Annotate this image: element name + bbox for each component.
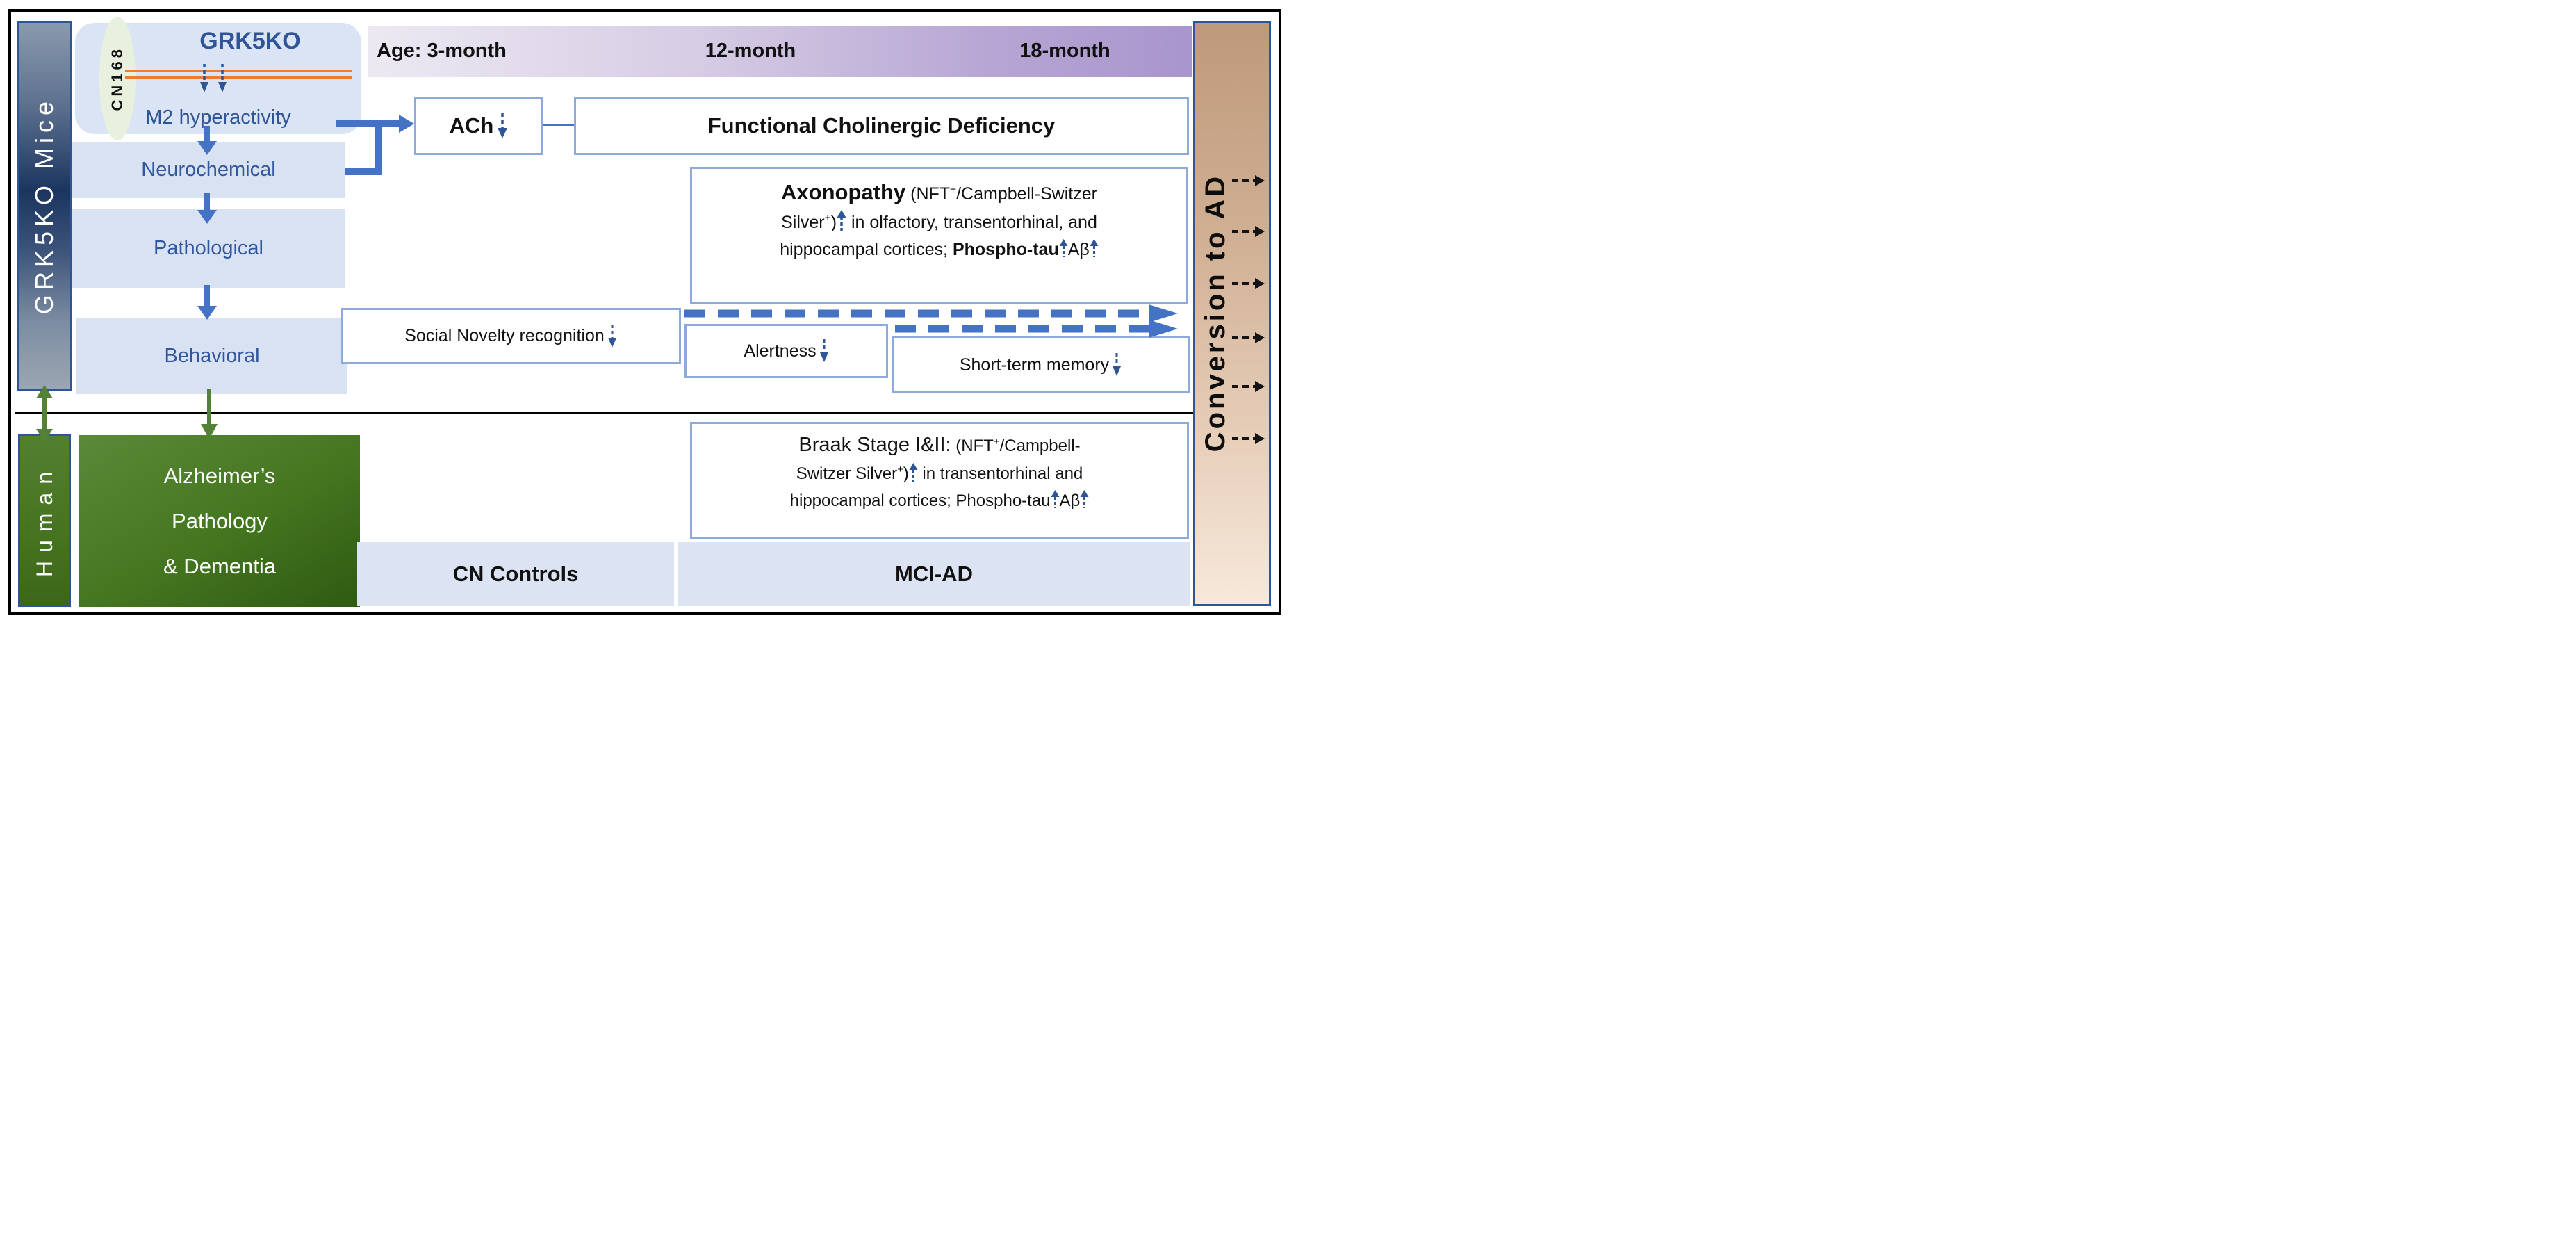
axonopathy-text: ) [830, 213, 837, 233]
age-12-label: 12-month [705, 40, 796, 62]
social-novelty-box: Social Novelty recognition [341, 308, 681, 364]
conversion-arrow-icon [1232, 175, 1265, 186]
abeta-label: Aβ [1067, 239, 1090, 259]
abeta-label: Aβ [1059, 491, 1081, 510]
alertness-box: Alertness [684, 324, 888, 378]
conversion-label-wrap: Conversion to AD [1200, 167, 1231, 459]
alzheimers-line: Alzheimer’s [163, 464, 276, 488]
flow-arrow-icon [197, 193, 217, 224]
pathological-label: Pathological [154, 237, 263, 259]
conversion-arrow-icon [1232, 278, 1265, 289]
decrease-arrow-icon [498, 113, 508, 138]
plus-superscript: + [993, 437, 1000, 448]
human-bar: Human [18, 434, 71, 607]
functional-deficiency-box: Functional Cholinergic Deficiency [574, 97, 1189, 155]
conversion-sidebar [1193, 21, 1271, 606]
progression-arrow-icon [684, 304, 1178, 323]
axonopathy-title: Axonopathy [781, 180, 906, 204]
ach-functional-link [543, 124, 574, 126]
pathological-box: Pathological [72, 209, 345, 288]
alertness-label: Alertness [744, 341, 817, 361]
plus-superscript: + [950, 183, 957, 196]
phospho-tau-label: Phospho-tau [952, 239, 1059, 259]
decrease-arrow-icon [607, 324, 616, 348]
alzheimers-line: Pathology [172, 509, 268, 533]
grk5ko-mice-label: GRK5KO Mice [30, 97, 58, 315]
braak-box: Braak Stage I&II: (NFT+/Campbell- Switze… [690, 422, 1189, 539]
neurochemical-label: Neurochemical [141, 158, 276, 181]
gene-disruption-line [125, 70, 352, 72]
alzheimers-box: Alzheimer’s Pathology & Dementia [79, 435, 360, 607]
increase-arrow-icon [837, 210, 846, 231]
diagram-page: GRK5KO Mice Human CN168 GRK5KO M2 hypera… [0, 0, 1288, 620]
short-term-memory-label: Short-term memory [959, 354, 1110, 375]
conversion-arrow-icon [1232, 226, 1265, 237]
figure-frame [8, 9, 1281, 615]
decrease-arrow-icon [1113, 353, 1122, 376]
plus-superscript: + [824, 212, 831, 225]
conversion-arrow-icon [1232, 332, 1265, 343]
axonopathy-text: in olfactory, transentorhinal, and [846, 213, 1097, 233]
behavioral-box: Behavioral [76, 318, 347, 394]
cn-controls-bar: CN Controls [357, 542, 674, 606]
cn168-label: CN168 [108, 46, 126, 111]
functional-deficiency-label: Functional Cholinergic Deficiency [707, 113, 1056, 138]
human-label: Human [31, 464, 57, 578]
increase-arrow-icon [1051, 489, 1060, 508]
behavioral-label: Behavioral [164, 344, 260, 367]
braak-title: Braak Stage I&II: [798, 434, 951, 456]
decrease-arrow-icon [819, 339, 828, 362]
short-term-memory-box: Short-term memory [892, 336, 1190, 393]
alzheimers-line: & Dementia [163, 554, 276, 578]
age-3-label: Age: 3-month [377, 40, 507, 62]
braak-text: /Campbell- [999, 437, 1081, 455]
braak-text: in transentorhinal and [917, 464, 1083, 484]
braak-text: (NFT [951, 437, 994, 455]
mci-ad-bar: MCI-AD [678, 542, 1190, 606]
axonopathy-box: Axonopathy (NFT+/Campbell-Switzer Silver… [690, 167, 1188, 304]
braak-text: ) [903, 464, 909, 484]
mci-ad-label: MCI-AD [895, 562, 973, 586]
increase-arrow-icon [909, 463, 918, 482]
axonopathy-text: (NFT [905, 184, 951, 204]
increase-arrow-icon [1090, 238, 1099, 257]
conversion-arrow-icon [1232, 433, 1265, 444]
axonopathy-text: Silver [781, 213, 825, 233]
behavioral-to-pathology-arrow-icon [201, 389, 218, 439]
knockdown-arrow-icon [218, 64, 227, 92]
grk5ko-title: GRK5KO [199, 28, 301, 54]
braak-text: Switzer Silver [796, 464, 898, 484]
grk5ko-mice-bar: GRK5KO Mice [17, 21, 72, 391]
social-novelty-label: Social Novelty recognition [404, 326, 605, 345]
species-separator-line [15, 412, 1194, 414]
age-18-label: 18-month [1019, 40, 1110, 62]
knockdown-arrow-icon [200, 64, 208, 92]
phospho-tau-label: Phospho-tau [955, 491, 1051, 510]
ach-box: ACh [414, 97, 543, 155]
m2-hyperactivity-label: M2 hyperactivity [145, 106, 291, 129]
m2-ach-connector [336, 115, 414, 175]
progression-arrow-icon [895, 320, 1178, 338]
plus-superscript: + [897, 464, 903, 476]
braak-text: hippocampal cortices; [789, 491, 956, 510]
conversion-arrow-icon [1232, 381, 1265, 392]
flow-arrow-icon [197, 126, 217, 155]
increase-arrow-icon [1059, 238, 1068, 257]
cn-controls-label: CN Controls [452, 562, 579, 586]
ach-label: ACh [449, 113, 494, 138]
axonopathy-text: hippocampal cortices; [780, 239, 953, 259]
mice-human-double-arrow-icon [36, 385, 53, 442]
axonopathy-text: /Campbell-Switzer [956, 184, 1097, 204]
flow-arrow-icon [197, 285, 217, 320]
conversion-label: Conversion to AD [1199, 173, 1231, 452]
cn168-badge: CN168 [99, 17, 136, 140]
gene-disruption-line [125, 76, 352, 79]
increase-arrow-icon [1080, 489, 1089, 508]
age-bar: Age: 3-month 12-month 18-month [368, 26, 1192, 77]
